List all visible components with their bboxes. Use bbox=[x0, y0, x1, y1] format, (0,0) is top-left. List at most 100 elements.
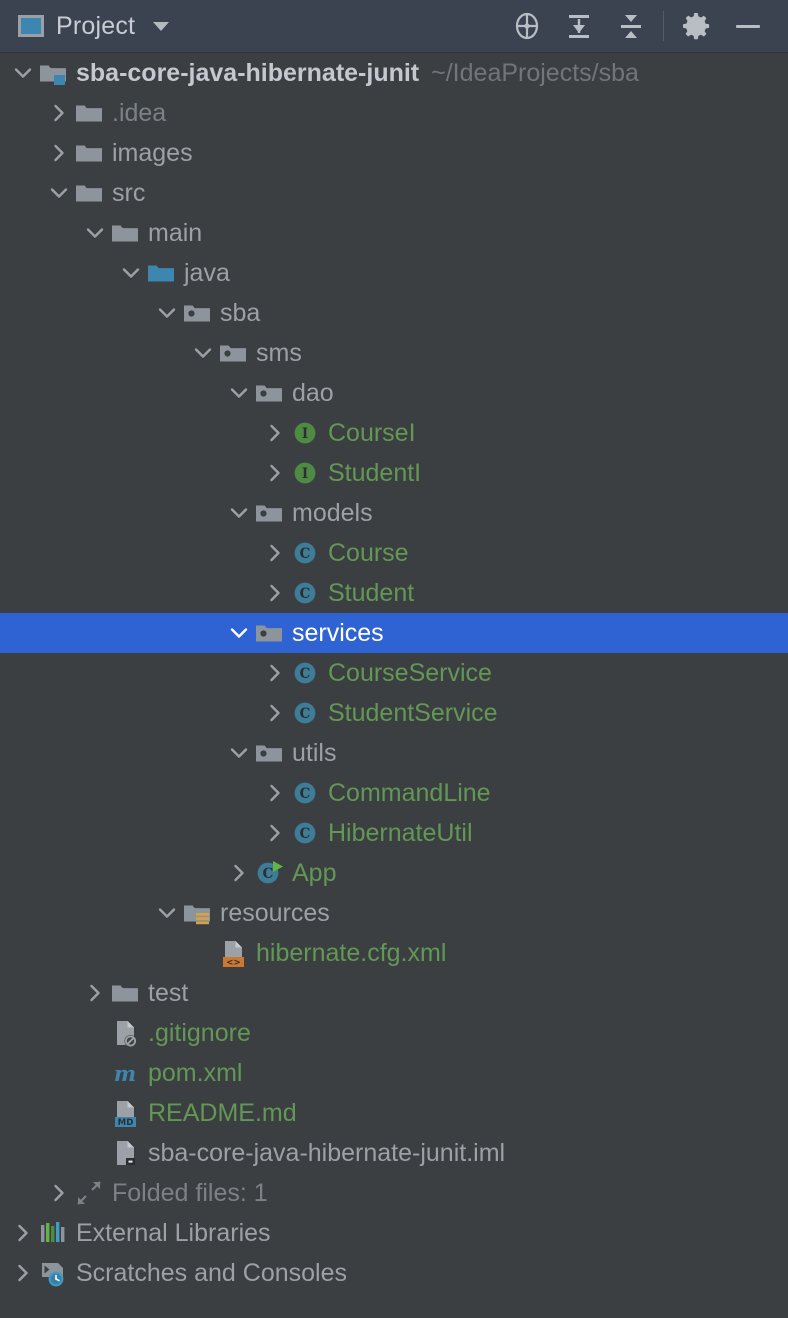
chevron-right-icon[interactable] bbox=[44, 133, 74, 173]
tree-row[interactable]: services bbox=[0, 613, 788, 653]
tree-node-label: images bbox=[112, 139, 193, 167]
class-icon: C bbox=[290, 533, 320, 573]
tree-row[interactable]: utils bbox=[0, 733, 788, 773]
chevron-right-icon[interactable] bbox=[260, 813, 290, 853]
chevron-down-icon[interactable] bbox=[152, 293, 182, 333]
chevron-right-icon[interactable] bbox=[8, 1253, 38, 1293]
tree-row[interactable]: sba-core-java-hibernate-junit~/IdeaProje… bbox=[0, 53, 788, 93]
tree-row[interactable]: resources bbox=[0, 893, 788, 933]
chevron-down-icon[interactable] bbox=[80, 213, 110, 253]
tree-row[interactable]: test bbox=[0, 973, 788, 1013]
chevron-down-icon[interactable] bbox=[8, 53, 38, 93]
svg-text:C: C bbox=[300, 786, 311, 802]
tree-row[interactable]: MD README.md bbox=[0, 1093, 788, 1133]
folder-icon bbox=[110, 213, 140, 253]
chevron-down-icon[interactable] bbox=[224, 733, 254, 773]
svg-text:I: I bbox=[302, 466, 308, 482]
resource-root-folder-icon bbox=[182, 893, 212, 933]
collapse-all-icon[interactable] bbox=[605, 4, 657, 48]
tree-node-label: StudentService bbox=[328, 699, 498, 727]
tree-node-label: CommandLine bbox=[328, 779, 491, 807]
svg-text:C: C bbox=[300, 586, 311, 602]
locate-in-tree-icon[interactable] bbox=[501, 4, 553, 48]
chevron-right-icon[interactable] bbox=[260, 693, 290, 733]
tree-row[interactable]: .gitignore bbox=[0, 1013, 788, 1053]
toolbar-divider bbox=[663, 11, 664, 41]
tree-node-label: dao bbox=[292, 379, 334, 407]
tree-row[interactable]: sba-core-java-hibernate-junit.iml bbox=[0, 1133, 788, 1173]
chevron-down-icon[interactable] bbox=[44, 173, 74, 213]
chevron-down-icon[interactable] bbox=[224, 493, 254, 533]
tree-row[interactable]: images bbox=[0, 133, 788, 173]
package-icon bbox=[218, 333, 248, 373]
tree-arrow-placeholder bbox=[80, 1093, 110, 1133]
tree-node-label: models bbox=[292, 499, 373, 527]
folder-icon bbox=[74, 133, 104, 173]
chevron-right-icon[interactable] bbox=[80, 973, 110, 1013]
tool-window-title: Project bbox=[56, 11, 136, 40]
folder-icon bbox=[74, 93, 104, 133]
minimize-icon[interactable] bbox=[722, 4, 774, 48]
tree-row[interactable]: sba bbox=[0, 293, 788, 333]
tool-window-header: Project bbox=[0, 0, 788, 53]
tree-node-label: StudentI bbox=[328, 459, 422, 487]
svg-text:m: m bbox=[114, 1061, 136, 1086]
tree-node-label: Scratches and Consoles bbox=[76, 1259, 347, 1287]
tree-node-label: sba bbox=[220, 299, 261, 327]
chevron-right-icon[interactable] bbox=[44, 93, 74, 133]
tree-row[interactable]: dao bbox=[0, 373, 788, 413]
chevron-right-icon[interactable] bbox=[260, 573, 290, 613]
tree-node-label: hibernate.cfg.xml bbox=[256, 939, 447, 967]
tree-row[interactable]: src bbox=[0, 173, 788, 213]
tree-row[interactable]: .idea bbox=[0, 93, 788, 133]
chevron-right-icon[interactable] bbox=[44, 1173, 74, 1213]
chevron-down-icon[interactable] bbox=[188, 333, 218, 373]
chevron-right-icon[interactable] bbox=[260, 413, 290, 453]
tool-window-actions bbox=[501, 4, 774, 48]
interface-icon: I bbox=[290, 453, 320, 493]
project-tree[interactable]: sba-core-java-hibernate-junit~/IdeaProje… bbox=[0, 53, 788, 1318]
chevron-right-icon[interactable] bbox=[260, 773, 290, 813]
tree-node-label: HibernateUtil bbox=[328, 819, 473, 847]
svg-text:MD: MD bbox=[118, 1118, 134, 1128]
chevron-down-icon[interactable] bbox=[152, 893, 182, 933]
chevron-right-icon[interactable] bbox=[260, 453, 290, 493]
svg-text:C: C bbox=[263, 866, 274, 882]
tree-row[interactable]: C CommandLine bbox=[0, 773, 788, 813]
chevron-right-icon[interactable] bbox=[260, 533, 290, 573]
chevron-right-icon[interactable] bbox=[8, 1213, 38, 1253]
chevron-down-icon[interactable] bbox=[224, 613, 254, 653]
tree-node-label: App bbox=[292, 859, 337, 887]
tree-row[interactable]: java bbox=[0, 253, 788, 293]
tree-row[interactable]: sms bbox=[0, 333, 788, 373]
tree-row[interactable]: main bbox=[0, 213, 788, 253]
package-icon bbox=[254, 613, 284, 653]
chevron-right-icon[interactable] bbox=[260, 653, 290, 693]
tool-window-title-group[interactable]: Project bbox=[18, 11, 170, 41]
tree-node-label: utils bbox=[292, 739, 337, 767]
chevron-down-icon[interactable] bbox=[153, 21, 170, 31]
tree-node-label: CourseI bbox=[328, 419, 416, 447]
tree-row[interactable]: models bbox=[0, 493, 788, 533]
chevron-down-icon[interactable] bbox=[116, 253, 146, 293]
tree-node-label: README.md bbox=[148, 1099, 297, 1127]
tree-node-label: .idea bbox=[112, 99, 167, 127]
chevron-down-icon[interactable] bbox=[224, 373, 254, 413]
package-icon bbox=[182, 293, 212, 333]
tree-row[interactable]: Folded files: 1 bbox=[0, 1173, 788, 1213]
tree-row[interactable]: C App bbox=[0, 853, 788, 893]
expand-all-icon[interactable] bbox=[553, 4, 605, 48]
chevron-right-icon[interactable] bbox=[224, 853, 254, 893]
gear-icon[interactable] bbox=[670, 4, 722, 48]
tree-row[interactable]: External Libraries bbox=[0, 1213, 788, 1253]
tree-row[interactable]: <>hibernate.cfg.xml bbox=[0, 933, 788, 973]
tree-row[interactable]: I StudentI bbox=[0, 453, 788, 493]
tree-row[interactable]: Scratches and Consoles bbox=[0, 1253, 788, 1293]
